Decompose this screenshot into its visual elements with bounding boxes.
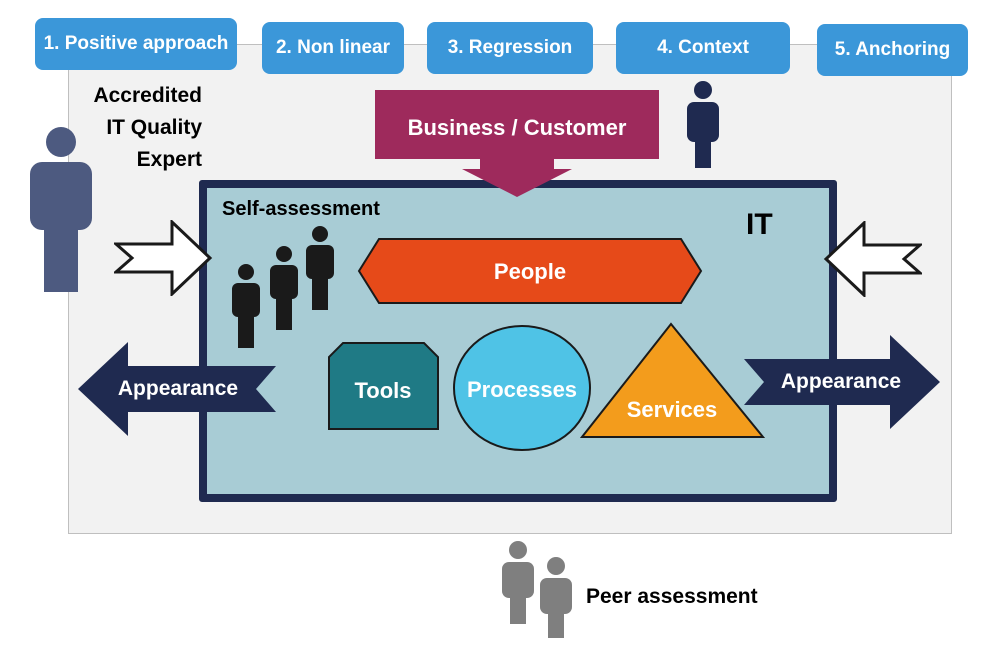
people-label: People xyxy=(494,259,566,284)
inward-arrow-right-icon xyxy=(823,221,922,297)
self-assessment-people-icon xyxy=(232,226,334,348)
inward-arrow-left-icon xyxy=(114,220,213,296)
peer-people-icon xyxy=(502,541,572,638)
tab-label: 1. Positive approach xyxy=(43,33,229,54)
appearance-left-label: Appearance xyxy=(118,377,238,400)
customer-person-icon xyxy=(687,81,719,168)
processes-label: Processes xyxy=(467,377,577,402)
tab-label: 3. Regression xyxy=(447,37,573,58)
expert-person-icon xyxy=(30,127,92,292)
appearance-arrow-right: Appearance xyxy=(744,335,940,429)
expert-line: Expert xyxy=(136,148,202,171)
tools-shape: Tools xyxy=(328,342,439,430)
business-customer-callout: Business / Customer xyxy=(375,90,659,197)
processes-shape: Processes xyxy=(453,325,591,451)
tab-positive-approach[interactable]: 1. Positive approach xyxy=(35,18,237,70)
tab-non-linear[interactable]: 2. Non linear xyxy=(262,22,404,74)
peer-assessment-label: Peer assessment xyxy=(586,585,758,608)
tab-label: 5. Anchoring xyxy=(834,39,951,60)
services-shape: Services xyxy=(580,322,766,438)
people-shape: People xyxy=(357,238,703,304)
tab-context[interactable]: 4. Context xyxy=(616,22,790,74)
tab-anchoring[interactable]: 5. Anchoring xyxy=(817,24,968,76)
expert-label: Accredited IT Quality Expert xyxy=(50,80,202,176)
business-customer-label: Business / Customer xyxy=(408,115,627,140)
appearance-right-label: Appearance xyxy=(781,370,901,393)
tab-label: 2. Non linear xyxy=(275,37,391,58)
tools-label: Tools xyxy=(354,378,411,403)
tab-regression[interactable]: 3. Regression xyxy=(427,22,593,74)
tab-label: 4. Context xyxy=(657,37,749,58)
services-label: Services xyxy=(627,397,718,422)
self-assessment-label: Self-assessment xyxy=(222,198,380,220)
appearance-arrow-left: Appearance xyxy=(78,342,276,436)
it-title: IT xyxy=(746,208,773,241)
expert-line: IT Quality xyxy=(106,116,202,139)
expert-line: Accredited xyxy=(93,84,202,107)
